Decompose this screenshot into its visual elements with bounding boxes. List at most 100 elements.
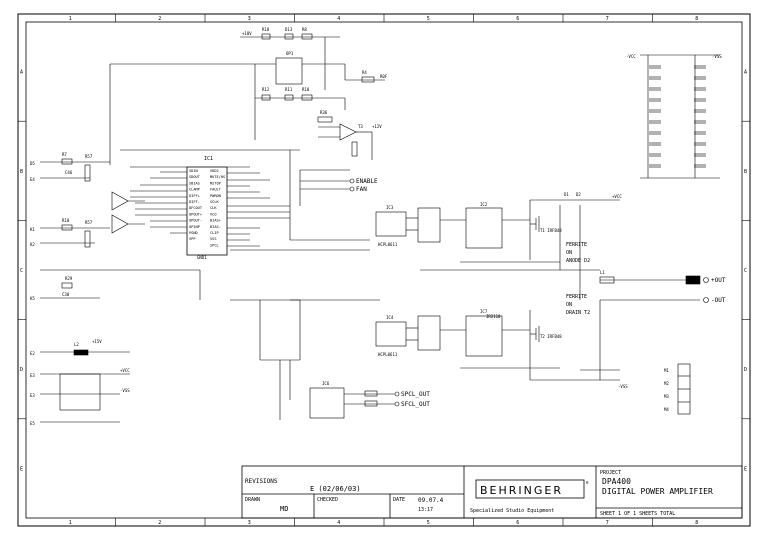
column-marker: 5 [427,520,430,526]
row-marker: C [20,268,23,274]
row-marker: B [20,169,23,175]
row-marker: A [20,70,23,76]
svg-text:R57: R57 [85,220,93,225]
column-marker: 4 [337,16,340,22]
ic1-pin-label: DFCOUT [189,206,203,210]
cap-bank-vss: -VSS [712,54,722,59]
svg-text:C30: C30 [62,292,70,297]
svg-text:R4: R4 [362,70,367,75]
ferrite-note-2-b: ON [566,302,572,308]
ic1-pin-label: MSTOP [210,181,221,185]
ferrite-note-1-a: FERRITE [566,242,587,248]
ferrite-note-1-c: ANODE D2 [566,258,590,264]
ic1-pin-label: CLK [210,206,217,210]
low-side-driver [375,300,620,381]
svg-text:+VCC: +VCC [120,368,130,373]
t2-label: T2 IRFB48 [540,334,562,339]
ic1-wiring [109,63,370,251]
ic4-part: HCPL0611 [378,352,398,357]
drawn-value: MD [280,505,288,513]
ic1-pin-label: BIAS+ [210,219,222,223]
column-marker: 6 [516,16,519,22]
ic1-sub-label: GND1 [197,255,207,260]
column-marker: 2 [158,520,161,526]
row-marker: B [744,169,747,175]
right-connector-strip [677,363,691,415]
fan-label: FAN [356,186,367,193]
row-marker: E [744,466,747,472]
ic1-pin-label: SPCL [210,243,219,247]
ic1-pin-label: CLIP [210,231,219,235]
svg-text:L2: L2 [74,342,79,347]
row-marker: D [744,367,747,373]
column-marker: 7 [606,16,609,22]
column-marker: 3 [248,520,251,526]
output-connectors [703,277,709,303]
project-title: DIGITAL POWER AMPLIFIER [602,487,713,496]
enable-fan-connectors [300,178,355,192]
mosfet-t1 [530,216,540,232]
ferrite-note-1-b: ON [566,250,572,256]
svg-text:E4: E4 [30,177,35,182]
d2-label: D2 [576,192,581,197]
sheet-text: SHEET 1 OF 1 SHEETS TOTAL [600,511,675,517]
out-neg-label: -OUT [711,297,726,304]
column-marker: 6 [516,520,519,526]
ic1-pin-label: DIFF- [189,200,200,204]
date-value: 09.07.4 [418,497,444,504]
d1-label: D1 [564,192,569,197]
vss-label: -VSS [618,384,628,389]
revision-value: E (02/06/03) [310,485,361,493]
ic1-pin-label: SDIN [189,169,198,173]
svg-text:E5: E5 [30,421,35,426]
ic1-pin-label: OPINP [189,225,200,229]
ferrite-note-2-c: DRAIN T2 [566,310,590,316]
svg-text:R29: R29 [65,276,73,281]
svg-text:M1: M1 [664,368,669,373]
t1-label: T1 IRFB48 [540,228,562,233]
project-code: DPA400 [602,477,631,486]
column-marker: 3 [248,16,251,22]
svg-text:K5: K5 [30,296,35,301]
column-marker: 8 [695,16,698,22]
ic1-pin-label: MUTE/HS [210,175,225,179]
ic4-label: IC4 [386,315,394,320]
svg-text:R8: R8 [302,27,307,32]
mosfet-t2 [530,326,540,342]
vcc-label: +VCC [612,194,622,199]
sfcl-out-label: SFCL_OUT [401,401,430,408]
time-value: 13:17 [418,507,433,513]
ic7-label: IC7 [480,309,488,314]
capacitor-bank [640,54,720,179]
ic1-pin-label: FAULT [210,188,222,192]
ic3-part: HCPL0611 [378,242,398,247]
drawn-label: DRAWN [245,497,260,503]
logo-tagline: Specialized Studio Equipment [470,508,554,514]
svg-text:M2: M2 [664,381,669,386]
cap-bank-vcc: -VCC [626,54,636,59]
column-marker: 4 [337,520,340,526]
ic2-label: IC2 [480,202,488,207]
sync-section [230,299,395,420]
ic6-label: IC6 [322,381,330,386]
ic7-part: IR2110 [486,314,501,319]
supply-block [40,349,130,423]
column-marker: 2 [158,16,161,22]
ic3-label: IC3 [386,205,394,210]
svg-text:OP1: OP1 [286,51,294,56]
column-marker: 1 [69,520,72,526]
ic1-pin-label: PWRDN [210,194,221,198]
ic1-pin-label: OPOUT- [189,219,202,223]
top-input-stage [240,33,385,160]
svg-text:D13: D13 [285,27,293,32]
title-block-frame [241,465,743,519]
svg-text:T3: T3 [358,124,363,129]
out-pos-label: +OUT [711,277,726,284]
svg-text:R57: R57 [85,154,93,159]
svg-text:-VSS: -VSS [120,388,130,393]
ic1-label: IC1 [204,156,213,162]
